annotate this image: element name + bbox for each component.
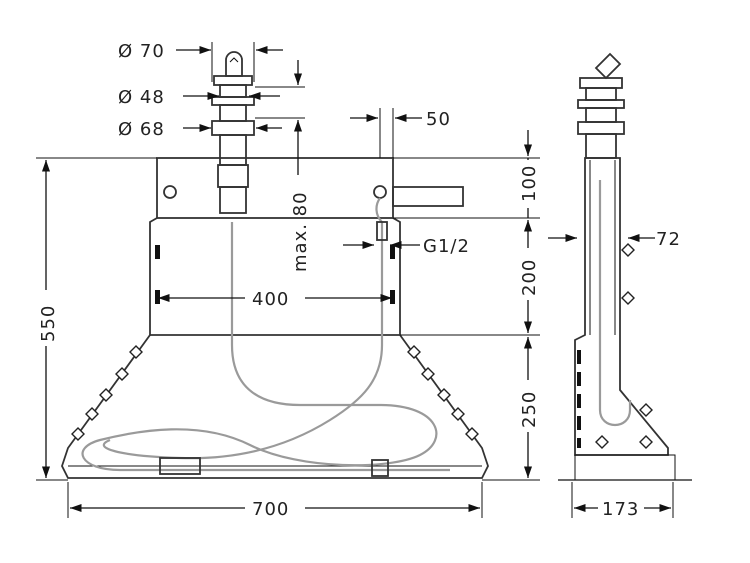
clip-left-1 (155, 245, 160, 259)
valve-stem (211, 51, 255, 214)
edge-clips (71, 345, 479, 441)
dim-173: 173 (602, 499, 639, 520)
mount-hole-right (373, 185, 387, 199)
hose-end-fitting (371, 459, 389, 477)
clip-right-1 (390, 245, 395, 259)
dim-400: 400 (252, 289, 289, 310)
dim-dia-70: Ø 70 (118, 41, 165, 62)
hose-connector (159, 457, 201, 475)
dim-100: 100 (519, 165, 540, 202)
side-slots (577, 350, 581, 448)
dim-50: 50 (426, 109, 451, 130)
side-clips (595, 243, 653, 449)
hose-left (81, 222, 450, 472)
middle-body (149, 217, 401, 336)
side-body (574, 157, 669, 456)
side-hose (598, 180, 632, 426)
clip-right-2 (390, 290, 395, 304)
dim-dia-68: Ø 68 (118, 119, 165, 140)
dim-200: 200 (519, 259, 540, 296)
thread-fitting (376, 221, 388, 241)
side-view (558, 52, 692, 481)
dim-g12: G1/2 (423, 236, 470, 257)
dim-max-80: max. 80 (290, 191, 311, 272)
clip-left-2 (155, 290, 160, 304)
dim-250: 250 (519, 391, 540, 428)
base-trapezoid (61, 334, 489, 479)
hose-right (102, 222, 384, 460)
dim-700: 700 (252, 499, 289, 520)
lever-handle (392, 186, 464, 207)
dim-72: 72 (656, 229, 681, 250)
side-spout (594, 52, 622, 80)
dim-dia-48: Ø 48 (118, 87, 165, 108)
top-box (156, 157, 394, 219)
hose-bend (375, 197, 383, 223)
mount-hole-left (163, 185, 177, 199)
dim-550: 550 (38, 305, 59, 342)
front-view (61, 51, 489, 479)
dimension-label-masks (36, 160, 644, 518)
